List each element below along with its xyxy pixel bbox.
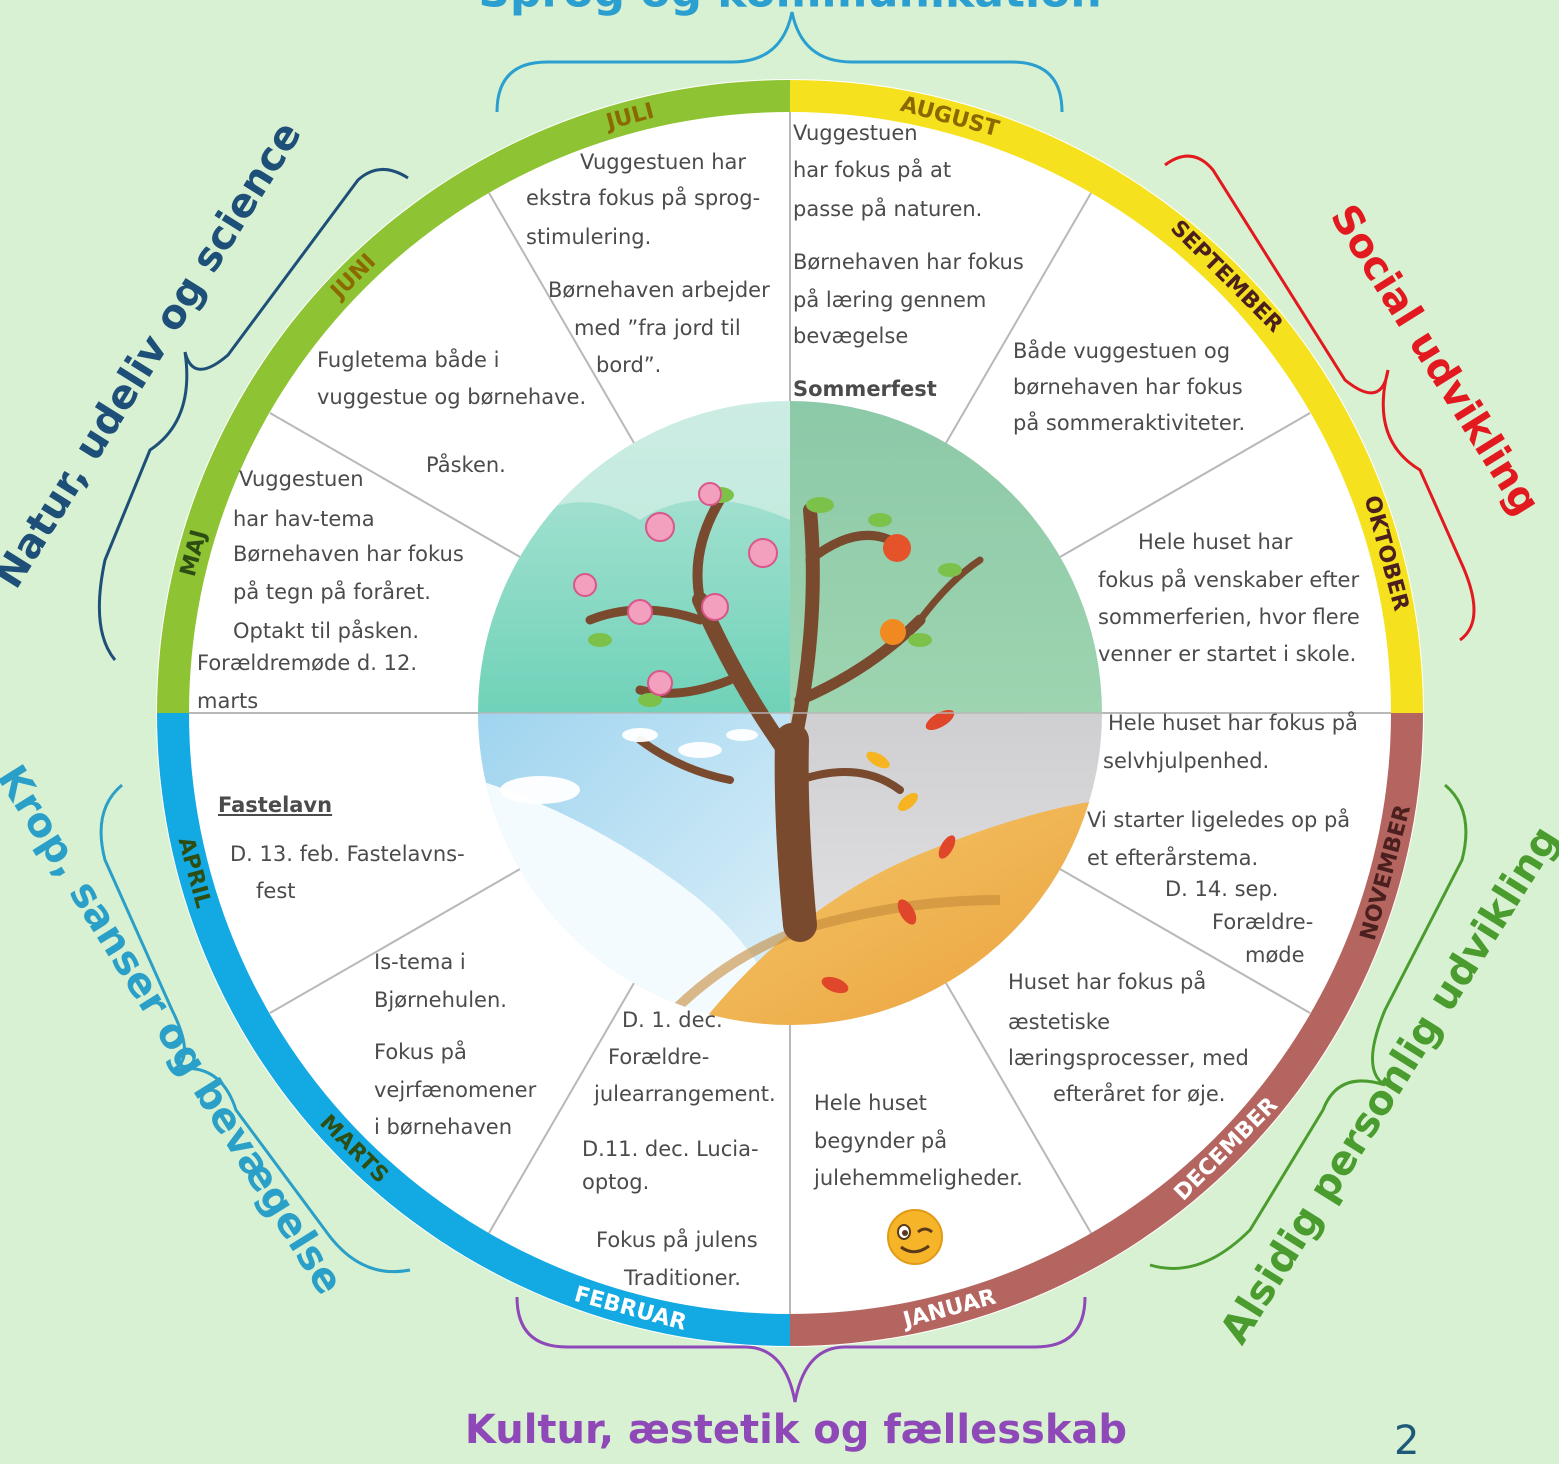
note-maj-5: med ”fra jord til [574, 316, 741, 340]
note-december-1: D. 1. dec. [622, 1008, 723, 1032]
note-maj-1: Vuggestuen har [580, 150, 747, 174]
note-juni-1: Vuggestuen [793, 121, 918, 145]
seasonal-tree-image [478, 401, 1102, 1025]
brace-personal [1149, 783, 1468, 1270]
note-december-4: D.11. dec. Lucia- [582, 1137, 759, 1161]
note-oktober-2: æstetiske [1008, 1010, 1111, 1034]
note-november-3: julehemmeligheder. [814, 1166, 1023, 1190]
note-januar-4: vejrfænomener [374, 1078, 537, 1102]
note-august-4: venner er startet i skole. [1098, 642, 1357, 666]
note-juli-3: på sommeraktiviteter. [1013, 411, 1246, 435]
brace-social [1164, 154, 1476, 642]
note-august-3: sommerferien, hvor flere [1098, 605, 1360, 629]
note-marts-1: Vuggestuen [239, 467, 364, 491]
note-juni-6: bevægelse [793, 324, 909, 348]
note-december-6: Fokus på julens [596, 1228, 758, 1252]
note-april-3: Påsken. [426, 453, 506, 477]
note-januar-3: Fokus på [374, 1040, 467, 1064]
note-december-7: Traditioner. [624, 1266, 741, 1290]
note-januar-5: i børnehaven [374, 1115, 513, 1139]
note-april-2: vuggestue og børnehave. [317, 385, 587, 409]
note-december-3: julearrangement. [594, 1082, 776, 1106]
note-maj-4: Børnehaven arbejder [548, 278, 770, 302]
note-august-1: Hele huset har [1138, 530, 1293, 554]
note-maj-2: ekstra fokus på sprog- [526, 186, 761, 210]
note-juni-3: passe på naturen. [793, 197, 983, 221]
theme-label-culture: Kultur, æstetik og fællesskab [465, 1407, 1127, 1453]
note-september-1: Hele huset har fokus på [1108, 711, 1358, 735]
note-september-3: Vi starter ligeledes op på [1087, 808, 1351, 832]
note-januar-2: Bjørnehulen. [374, 988, 507, 1012]
note-maj-3: stimulering. [526, 225, 652, 249]
note-marts-3: Børnehaven har fokus [233, 542, 464, 566]
note-september-6: Forældre- [1212, 910, 1314, 934]
note-september-4: et efterårstema. [1087, 846, 1259, 870]
note-januar-1: Is-tema i [374, 950, 466, 974]
note-februar-fastelavn: Fastelavn [218, 793, 333, 817]
note-marts-2: har hav-tema [233, 507, 375, 531]
brace-body [99, 783, 411, 1274]
note-september-2: selvhjulpenhed. [1103, 749, 1270, 773]
note-oktober-1: Huset har fokus på [1008, 970, 1207, 994]
note-august-2: fokus på venskaber efter [1098, 568, 1360, 592]
note-september-5: D. 14. sep. [1165, 877, 1279, 901]
brace-nature [97, 168, 409, 661]
note-marts-4: på tegn på foråret. [233, 580, 431, 604]
note-april-1: Fugletema både i [317, 348, 500, 372]
note-december-2: Forældre- [608, 1045, 710, 1069]
note-februar-2: D. 13. feb. Fastelavns- [230, 842, 465, 866]
note-september-7: møde [1245, 943, 1305, 967]
note-november-2: begynder på [814, 1129, 948, 1153]
note-marts-6: Forældremøde d. 12. [197, 651, 417, 675]
note-november-1: Hele huset [814, 1091, 927, 1115]
note-marts-5: Optakt til påsken. [233, 619, 420, 643]
note-oktober-4: efteråret for øje. [1053, 1082, 1226, 1106]
wink-face-icon [887, 1209, 943, 1265]
note-juni-2: har fokus på at [793, 158, 952, 182]
note-februar-3: fest [256, 879, 296, 903]
note-juli-1: Både vuggestuen og [1013, 339, 1231, 363]
note-maj-6: bord”. [596, 353, 662, 377]
theme-label-top: Sprog og kommunikation [478, 0, 1101, 18]
month-dividers [189, 112, 1391, 1314]
brace-culture [515, 1296, 1087, 1403]
note-december-5: optog. [582, 1170, 650, 1194]
brace-top [495, 11, 1064, 113]
note-juni-4: Børnehaven har fokus [793, 250, 1024, 274]
page-number: 2 [1394, 1418, 1420, 1464]
note-juni-5: på læring gennem [793, 288, 987, 312]
note-juni-sommerfest: Sommerfest [793, 377, 937, 401]
note-marts-7: marts [197, 689, 259, 713]
note-juli-2: børnehaven har fokus [1013, 375, 1243, 399]
note-oktober-3: læringsprocesser, med [1008, 1046, 1249, 1070]
